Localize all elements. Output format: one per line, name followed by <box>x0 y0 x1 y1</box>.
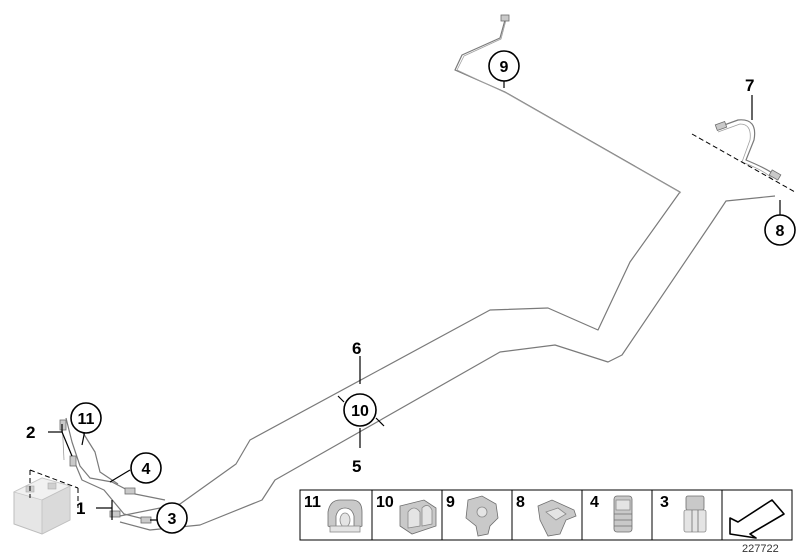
pipe-top-fitting <box>500 14 510 22</box>
callout-10: 10 <box>351 403 369 420</box>
brake-pipe-6 <box>119 19 682 517</box>
part-label-3: 3 <box>660 494 669 511</box>
bracket-clip-icon <box>537 499 577 537</box>
pipe-clip-single-icon <box>465 495 499 537</box>
callout-2: 2 <box>26 423 35 442</box>
brake-hose-7 <box>714 119 782 181</box>
union-nut-icon <box>613 495 633 533</box>
arrow-down-left-icon <box>729 499 785 539</box>
abs-unit <box>12 477 72 535</box>
callout-5: 5 <box>352 457 361 476</box>
brake-pipe-5 <box>119 195 776 531</box>
callout-9: 9 <box>500 59 509 76</box>
part-label-9: 9 <box>446 494 455 511</box>
pipe-clip-holder-icon <box>399 499 437 535</box>
callout-4: 4 <box>142 461 151 478</box>
short-pipes-abs <box>59 417 166 524</box>
part-label-11: 11 <box>304 494 321 511</box>
callout-3: 3 <box>168 511 177 528</box>
part-label-4: 4 <box>590 494 599 511</box>
pipe-clip-double-icon <box>327 499 363 533</box>
callout-8: 8 <box>776 223 785 240</box>
callout-7: 7 <box>745 76 754 95</box>
document-id: 227722 <box>742 543 779 555</box>
callout-6: 6 <box>352 339 361 358</box>
callout-11: 11 <box>78 411 95 428</box>
part-label-10: 10 <box>376 494 394 511</box>
callout-1: 1 <box>76 499 85 518</box>
part-label-8: 8 <box>516 494 525 511</box>
parts-strip: 11 10 9 8 4 3 <box>299 489 793 541</box>
hex-union-nut-icon <box>683 495 707 533</box>
